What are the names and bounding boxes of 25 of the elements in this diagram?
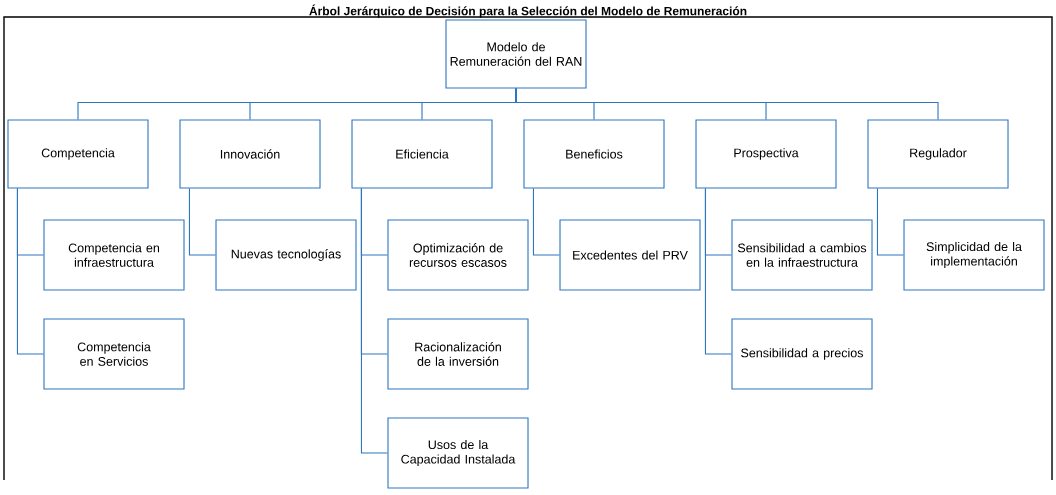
box: Nuevas tecnologías bbox=[215, 219, 357, 291]
connector bbox=[704, 188, 732, 355]
box: Eficiencia bbox=[351, 119, 493, 189]
box: Usos de la Capacidad Instalada bbox=[387, 417, 529, 489]
connector bbox=[188, 188, 216, 256]
box: Prospectiva bbox=[695, 119, 837, 189]
box: Innovación bbox=[179, 119, 321, 189]
connector bbox=[360, 188, 388, 454]
box: Sensibilidad a precios bbox=[731, 318, 873, 390]
box: Regulador bbox=[867, 119, 1009, 189]
box: Optimización de recursos escasos bbox=[387, 219, 529, 291]
box: Competencia en Servicios bbox=[43, 318, 185, 390]
box: Sensibilidad a cambios en la infraestructura bbox=[731, 219, 873, 291]
box: Beneficios bbox=[523, 119, 665, 189]
box: Modelo de Remuneración del RAN bbox=[445, 19, 587, 89]
title: Árbol Jerárquico de Decisión para la Selección del Modelo de Remuneración bbox=[309, 4, 747, 18]
box: Competencia bbox=[7, 119, 149, 189]
box: Competencia en infraestructura bbox=[43, 219, 185, 291]
connector bbox=[16, 188, 44, 355]
box: Racionalización de la inversión bbox=[387, 318, 529, 390]
box: Excedentes del PRV bbox=[559, 219, 701, 291]
connector bbox=[876, 188, 904, 256]
connector bbox=[515, 88, 939, 120]
connector bbox=[532, 188, 560, 256]
box: Simplicidad de la implementación bbox=[903, 219, 1045, 291]
